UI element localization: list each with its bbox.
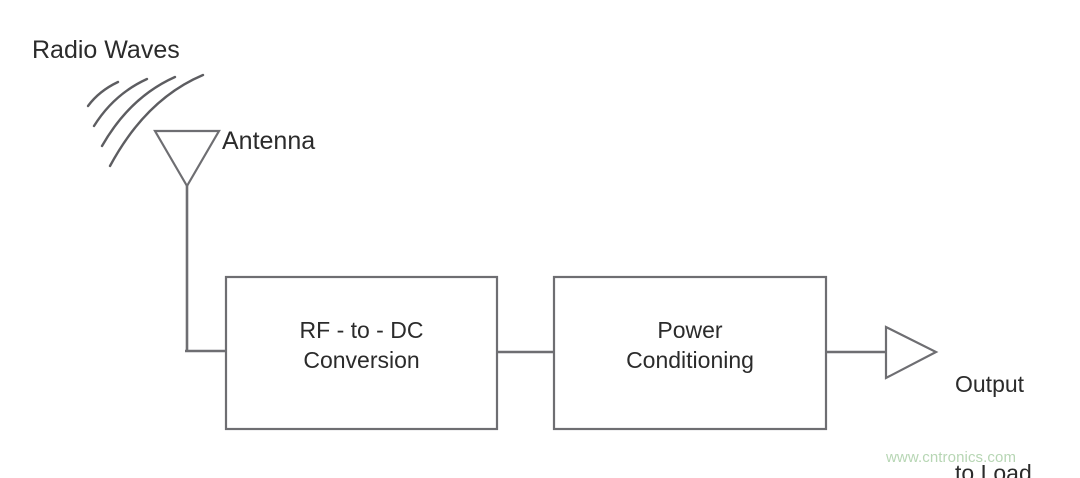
radio-wave-arcs-icon xyxy=(86,73,205,168)
block-rf-to-dc-line2: Conversion xyxy=(303,346,420,373)
watermark: www.cntronics.com xyxy=(886,449,1017,466)
block-rf-to-dc[interactable] xyxy=(224,275,499,431)
antenna-triangle-icon xyxy=(153,129,221,352)
radio-waves-label: Radio Waves xyxy=(32,36,180,64)
block-power-conditioning[interactable] xyxy=(552,275,828,431)
block-power-conditioning-line1: Power xyxy=(657,317,723,343)
block-rf-to-dc-label: RF - to - DC Conversion xyxy=(226,316,497,376)
output-arrow-icon xyxy=(884,325,939,380)
block-rf-to-dc-line1: RF - to - DC xyxy=(299,317,424,343)
output-to-load-label: Output to Load xyxy=(955,310,1032,478)
output-label-line2: to Load xyxy=(955,460,1032,478)
block-power-conditioning-line2: Conditioning xyxy=(626,346,754,373)
block-power-conditioning-label: Power Conditioning xyxy=(554,316,826,376)
output-label-line1: Output xyxy=(955,370,1025,397)
antenna-label: Antenna xyxy=(222,127,316,155)
